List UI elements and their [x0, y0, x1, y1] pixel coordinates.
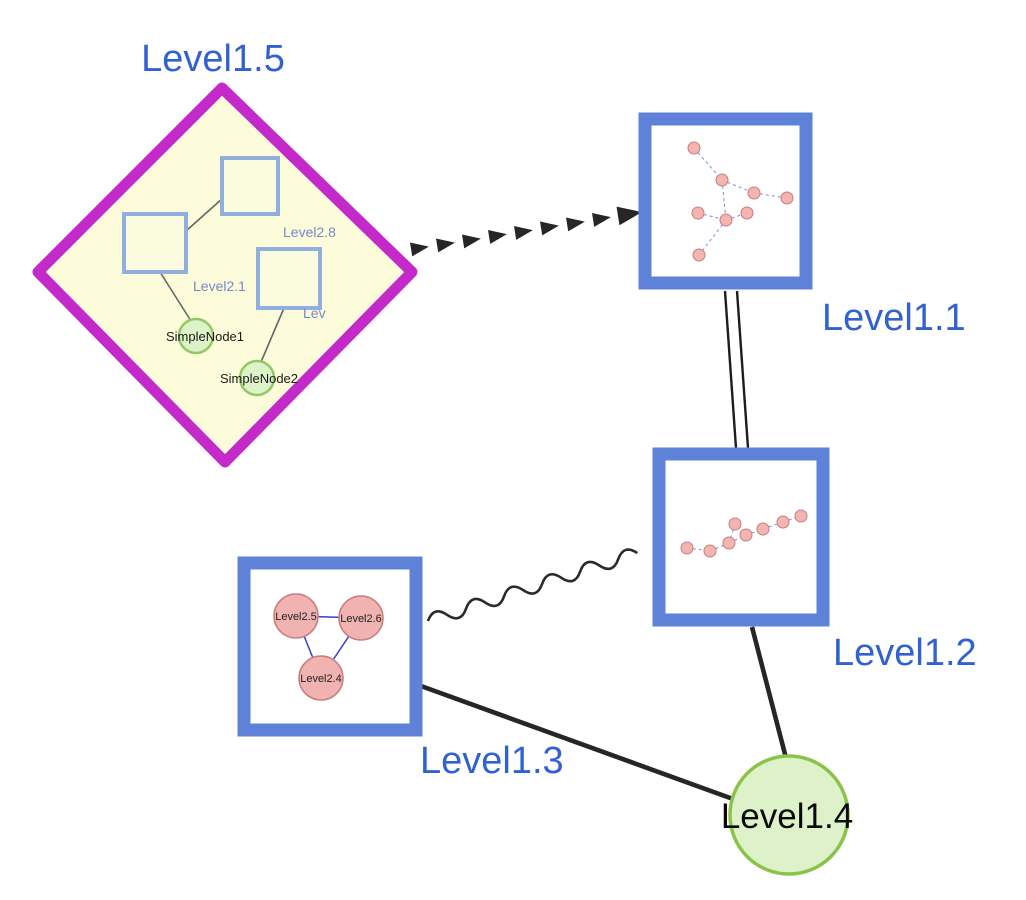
child-square-top-label: Level2.8	[283, 224, 336, 240]
child-node[interactable]	[719, 213, 733, 227]
child-node[interactable]	[703, 544, 717, 558]
node-level11	[638, 112, 813, 290]
group-node-level15-shape[interactable]	[32, 82, 418, 468]
child-node[interactable]	[747, 186, 761, 200]
child-node[interactable]	[715, 173, 729, 187]
node-level14-label: Level1.4	[721, 797, 853, 836]
node-level12-shape[interactable]	[652, 447, 830, 627]
edge-square-left-square-top[interactable]	[185, 197, 224, 232]
simple-node-1-label: SimpleNode1	[166, 329, 244, 344]
child-node[interactable]	[756, 522, 770, 536]
node-level14-shape[interactable]	[728, 754, 850, 876]
simple-node-1[interactable]	[177, 317, 215, 355]
child-node[interactable]	[680, 541, 694, 555]
node-level13: Level2.5 Level2.6 Level2.4	[237, 556, 423, 737]
child-node[interactable]	[691, 206, 705, 220]
node-level14: Level1.4	[721, 754, 853, 876]
child-square-right-label: Lev	[303, 305, 326, 321]
edge-level11-level12-double-line[interactable]	[723, 290, 750, 449]
node-level15-label: Level1.5	[141, 38, 285, 80]
group-node-level15: Level2.8 Level2.1 Lev SimpleNode1 Simple…	[32, 82, 418, 468]
edge-level13-level14[interactable]	[420, 683, 745, 806]
edge-level15-level11-dashed-arrow[interactable]	[410, 203, 643, 257]
child-node[interactable]	[687, 141, 701, 155]
node-level13-label: Level1.3	[420, 740, 564, 782]
edge-level13-level12-wavy[interactable]	[426, 547, 639, 627]
child-node[interactable]	[692, 248, 706, 262]
child-node[interactable]	[740, 206, 754, 220]
simple-node-2[interactable]	[238, 359, 276, 397]
child-node[interactable]	[780, 191, 794, 205]
child-node[interactable]	[776, 515, 790, 529]
child-node-level2-5-label: Level2.5	[275, 611, 317, 623]
node-level11-shape[interactable]	[638, 112, 813, 290]
child-node-level2-6-label: Level2.6	[340, 613, 382, 625]
node-level12-label: Level1.2	[833, 632, 977, 674]
child-node[interactable]	[722, 536, 736, 550]
child-node[interactable]	[794, 509, 808, 523]
node-level11-label: Level1.1	[822, 297, 966, 339]
child-square-left-label: Level2.1	[193, 278, 246, 294]
edge-level12-level14[interactable]	[749, 626, 789, 759]
simple-node-2-label: SimpleNode2	[220, 371, 298, 386]
child-node-level2-5[interactable]	[273, 593, 319, 639]
child-square-right[interactable]	[256, 247, 322, 310]
child-square-left[interactable]	[122, 212, 188, 274]
child-node[interactable]	[728, 517, 742, 531]
child-node-level2-4-label: Level2.4	[300, 673, 342, 685]
node-level13-shape[interactable]	[237, 556, 423, 737]
node-level12	[652, 447, 830, 627]
child-node[interactable]	[739, 528, 753, 542]
edge-square-right-simplenode2[interactable]	[260, 307, 285, 363]
child-node-level2-6[interactable]	[338, 595, 384, 641]
child-node-level2-4[interactable]	[298, 655, 344, 701]
edge-square-left-simplenode1[interactable]	[159, 271, 192, 322]
child-square-top[interactable]	[220, 156, 280, 216]
